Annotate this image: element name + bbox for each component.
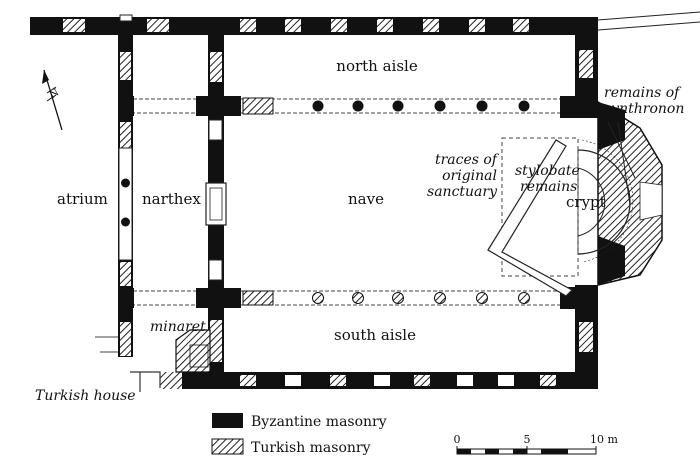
minaret [175,329,211,373]
north-arrow [42,69,63,131]
label-original: original [442,168,497,184]
legend-turkish-swatch [211,438,244,455]
north-wall [30,11,700,35]
label-stylobate: stylobate [515,163,580,179]
label-atrium: atrium [57,190,108,208]
label-crypt: crypt [566,193,606,211]
label-sanctuary: sanctuary [427,184,498,200]
label-nave: nave [348,190,384,208]
label-south-aisle: south aisle [334,326,416,344]
label-stylobate-remains: remains [520,179,577,195]
label-synthronon: synthronon [604,101,684,117]
north-colonnade [118,96,598,118]
scale-bar: 0 5 10 m [454,433,618,455]
south-wall [160,372,598,389]
apse-synthronon [577,100,663,286]
label-minaret: minaret [150,319,206,335]
scale-tick-10: 10 m [590,433,618,446]
label-traces-of: traces of [435,152,500,168]
stylobate-remains [487,139,573,297]
south-colonnade [118,287,598,309]
label-north-aisle: north aisle [336,57,418,75]
turkish-house-wall [130,371,161,392]
label-remains-of: remains of [604,85,682,101]
legend-byzantine-label: Byzantine masonry [251,414,387,430]
scale-tick-0: 0 [454,433,461,446]
scale-tick-5: 5 [524,433,531,446]
legend: Byzantine masonry Turkish masonry [211,413,387,456]
east-wall [575,17,598,389]
legend-byzantine-swatch [212,413,243,428]
label-narthex: narthex [142,190,201,208]
synthronon-leader [607,121,636,206]
label-turkish-house: Turkish house [35,388,136,404]
legend-turkish-label: Turkish masonry [251,440,371,456]
